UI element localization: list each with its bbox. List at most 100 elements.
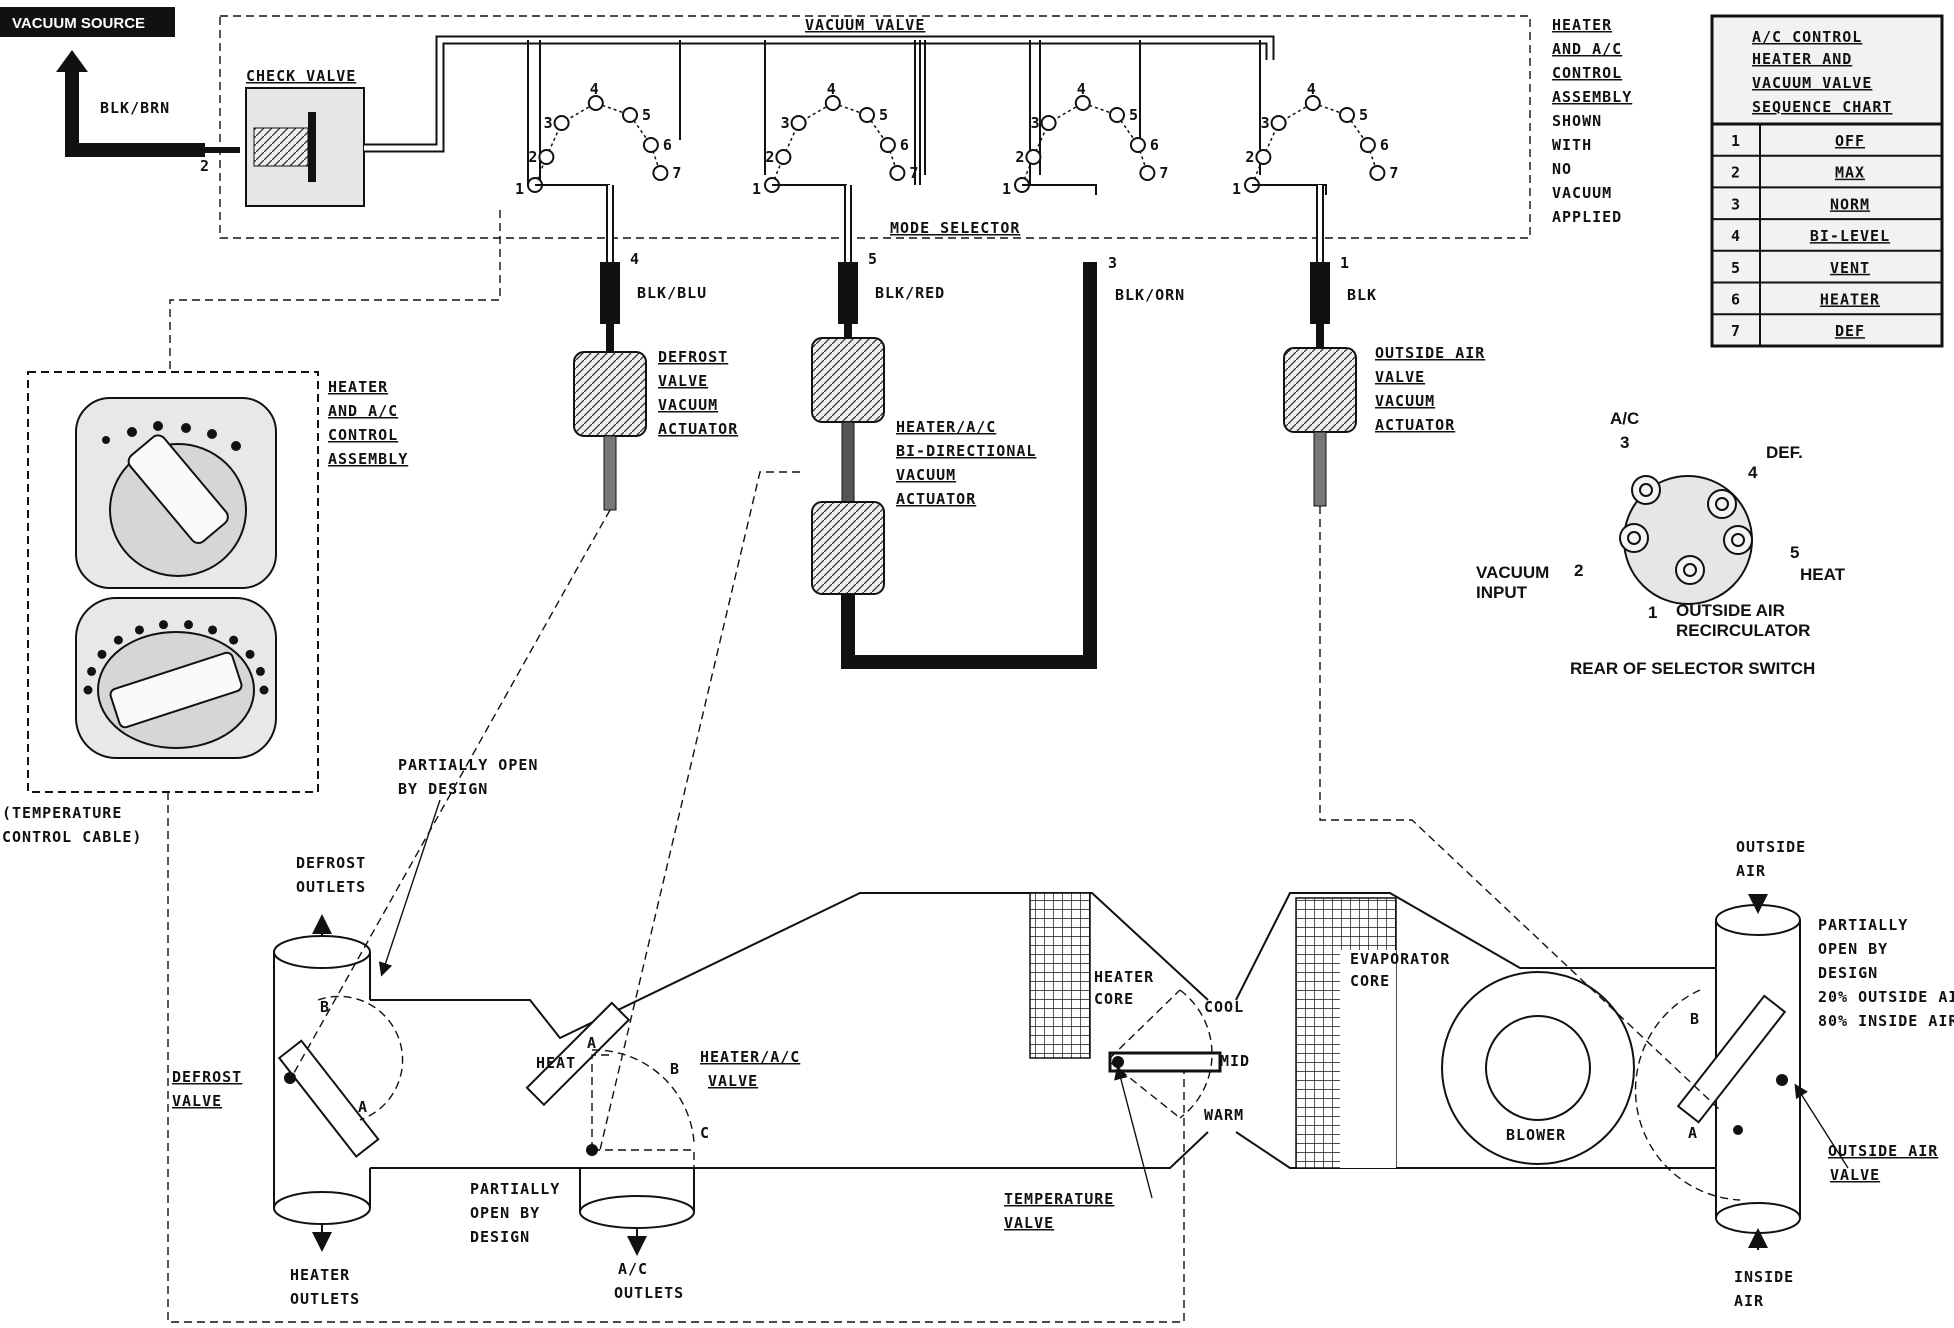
wafer-port-icon — [587, 95, 604, 111]
control-panel: HEATER AND A/C CONTROL ASSEMBLY (TEMPERA… — [2, 210, 501, 846]
defrost-actuator-label-2: VALVE — [658, 372, 708, 390]
wafer-port-icon — [1255, 149, 1272, 165]
wafer-port-icon — [652, 165, 669, 181]
switch-port-label: OUTSIDE AIR — [1676, 601, 1785, 620]
vacuum-source-label: VACUUM SOURCE — [12, 15, 145, 32]
heater-outlets-label-2: OUTLETS — [290, 1290, 360, 1308]
temperature-valve-label-1: TEMPERATURE — [1004, 1190, 1114, 1208]
switch-port-label: RECIRCULATOR — [1676, 621, 1810, 640]
note-line-4: ASSEMBLY — [1552, 88, 1632, 106]
sequence-chart: A/C CONTROL HEATER AND VACUUM VALVE SEQU… — [1710, 14, 1944, 348]
heater-ac-actuator-label-2: BI-DIRECTIONAL — [896, 442, 1036, 460]
wafer-port-icon — [1339, 107, 1355, 123]
wafer-position-number: 2 — [765, 148, 774, 166]
switch-port-label: A/C — [1610, 409, 1639, 428]
wafer-position-number: 6 — [1150, 136, 1159, 154]
outside-air-hose-label: BLK — [1347, 286, 1377, 304]
check-valve: CHECK VALVE — [245, 67, 365, 207]
chart-row-mode: OFF — [1835, 132, 1865, 150]
wafer-port-icon — [1359, 137, 1376, 153]
wafer-position-number: 3 — [544, 114, 553, 132]
temp-cable-label-2: CONTROL CABLE) — [2, 828, 142, 846]
temp-scale-dot — [134, 625, 144, 635]
wafer-port-icon — [775, 149, 792, 165]
defrost-actuator-label-1: DEFROST — [658, 348, 728, 366]
wafer-position-number: 5 — [879, 106, 888, 124]
chart-row-number: 4 — [1731, 227, 1740, 245]
vacuum-valve-label: VACUUM VALVE — [805, 16, 925, 34]
inside-air-label-1: INSIDE — [1734, 1268, 1794, 1286]
temp-scale-dot — [208, 625, 218, 635]
outside-air-label-1: OUTSIDE — [1736, 838, 1806, 856]
partially-open-right-label-2: OPEN BY — [1818, 940, 1888, 958]
defrost-actuator: 4 BLK/BLU DEFROST VALVE VACUUM ACTUATOR — [573, 185, 737, 511]
wafer-port-icon — [1025, 149, 1042, 165]
switch-port-label: VACUUM — [1476, 563, 1549, 582]
wafer-position-number: 4 — [1307, 80, 1316, 98]
temp-scale-dot — [255, 666, 265, 676]
wafer-port-icon — [790, 115, 807, 131]
temp-scale-dot — [259, 685, 269, 695]
partially-open-mid-label-1: PARTIALLY — [470, 1180, 560, 1198]
switch-port-number: 1 — [1648, 603, 1657, 622]
wafer-position-number: 6 — [1380, 136, 1389, 154]
wafer-port-icon — [889, 165, 906, 181]
panel-label-3: CONTROL — [328, 426, 398, 444]
source-hose-label: BLK/BRN — [100, 99, 170, 117]
outside-air-door-a: A — [1688, 1124, 1697, 1142]
temp-scale-dot — [97, 649, 107, 659]
note-line-3: CONTROL — [1552, 64, 1622, 82]
wafer-position-number: 3 — [1261, 114, 1270, 132]
note-line-7: NO — [1552, 160, 1572, 178]
temp-scale-dot — [229, 635, 239, 645]
wafer-position-number: 5 — [1359, 106, 1368, 124]
wafer-port-icon — [879, 137, 896, 153]
outside-air-actuator-label-1: OUTSIDE AIR — [1375, 344, 1485, 362]
temperature-knob — [75, 597, 277, 759]
heater-ac-door-c: C — [700, 1124, 709, 1142]
chart-row-mode: DEF — [1835, 322, 1865, 340]
heater-ac-actuator-label-3: VACUUM — [896, 466, 956, 484]
temperature-valve-label-2: VALVE — [1004, 1214, 1054, 1232]
wafer-position-number: 7 — [1389, 164, 1398, 182]
heater-ac-door-a: A — [587, 1034, 596, 1052]
switch-port-number: 5 — [1790, 543, 1799, 562]
defrost-outlets-label-2: OUTLETS — [296, 878, 366, 896]
chart-row-number: 3 — [1731, 195, 1740, 213]
vacuum-source: VACUUM SOURCE BLK/BRN 2 — [0, 7, 240, 175]
selector-switch-caption: REAR OF SELECTOR SWITCH — [1570, 659, 1815, 678]
outside-air-port-number: 1 — [1340, 254, 1349, 272]
heater-ac-door-b: B — [670, 1060, 679, 1078]
switch-port-number: 3 — [1620, 433, 1629, 452]
wafer-position-number: 2 — [1015, 148, 1024, 166]
wafer-position-number: 4 — [590, 80, 599, 98]
temp-warm-label: WARM — [1204, 1106, 1244, 1124]
chart-row-mode: BI-LEVEL — [1810, 227, 1890, 245]
chart-title-1: A/C CONTROL — [1752, 28, 1862, 46]
note-line-1: HEATER — [1552, 16, 1612, 34]
note-line-9: APPLIED — [1552, 208, 1622, 226]
wafer-position-number: 2 — [528, 148, 537, 166]
wafer-position-number: 3 — [781, 114, 790, 132]
chart-title-4: SEQUENCE CHART — [1752, 98, 1892, 116]
wafer-position-number: 3 — [1031, 114, 1040, 132]
heater-ac-actuator-label-1: HEATER/A/C — [896, 418, 996, 436]
outside-air-label-2: AIR — [1736, 862, 1766, 880]
chart-row-number: 2 — [1731, 164, 1740, 182]
wafer-port-icon — [553, 115, 570, 131]
partially-open-right-label-5: 80% INSIDE AIR — [1818, 1012, 1954, 1030]
defrost-outlets-label-1: DEFROST — [296, 854, 366, 872]
wafer-port-icon — [1270, 115, 1287, 131]
evaporator-core-label-1: EVAPORATOR — [1350, 950, 1450, 968]
wafer-port-icon — [1369, 165, 1386, 181]
switch-port-label: DEF. — [1766, 443, 1803, 462]
outside-air-actuator-label-2: VALVE — [1375, 368, 1425, 386]
vacuum-valve-boundary — [219, 15, 1531, 239]
wafer-position-number: 1 — [515, 180, 524, 198]
mode-selector-label: MODE SELECTOR — [890, 219, 1020, 237]
temp-scale-dot — [158, 620, 168, 630]
